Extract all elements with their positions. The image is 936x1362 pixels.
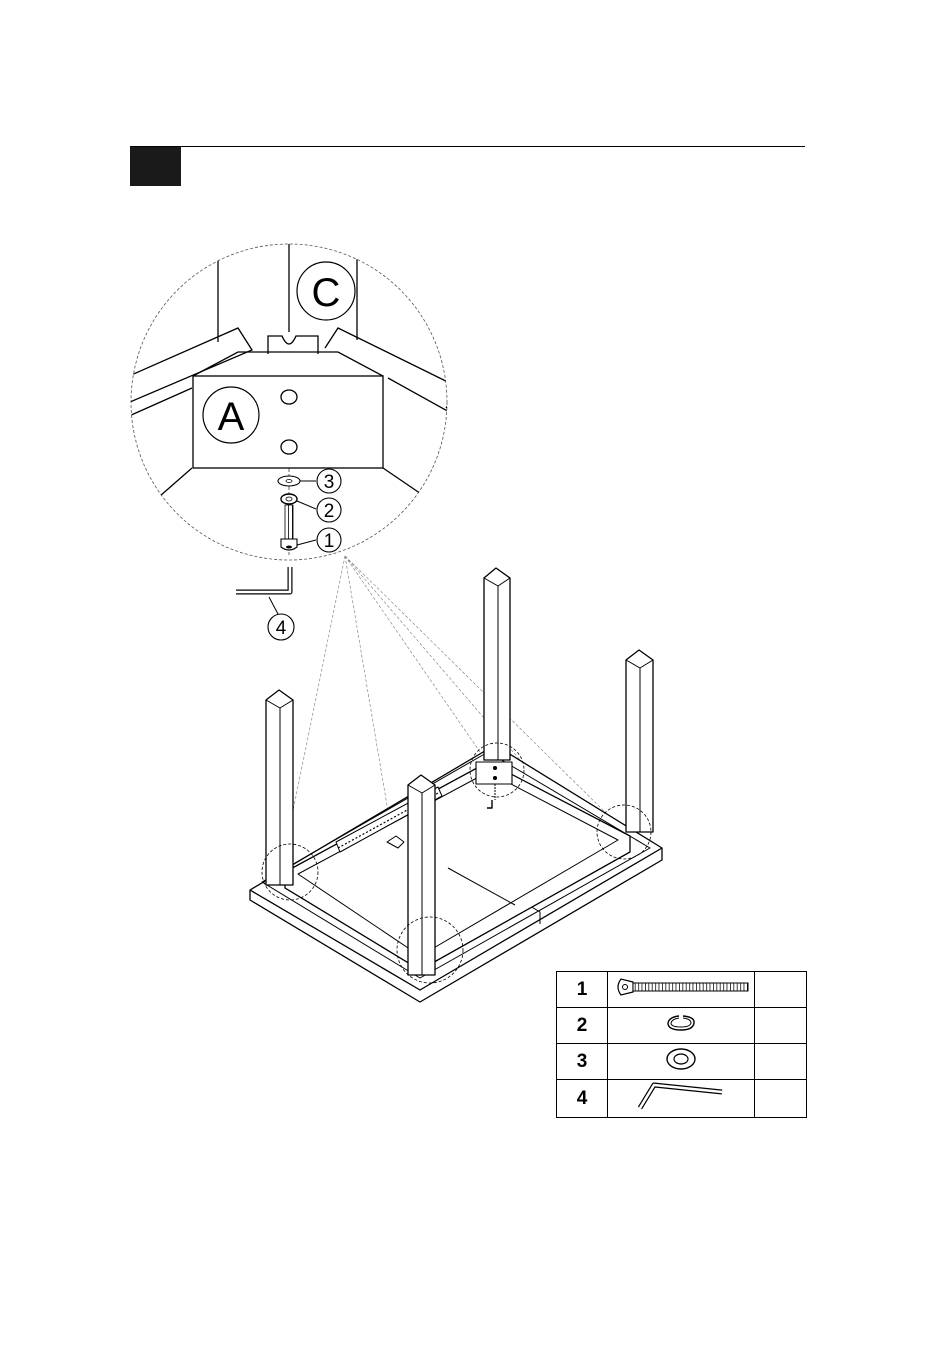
callout-2: 2 bbox=[324, 501, 335, 522]
parts-table: 1 2 3 bbox=[556, 971, 807, 1118]
part-quantity bbox=[755, 1080, 807, 1118]
part-number: 2 bbox=[557, 1008, 608, 1044]
part-picture bbox=[608, 972, 755, 1008]
part-quantity bbox=[755, 1008, 807, 1044]
spring-washer-shape bbox=[281, 494, 297, 504]
flat-washer-shape bbox=[278, 476, 300, 486]
table-assembly bbox=[250, 568, 662, 1002]
table-row: 1 bbox=[557, 972, 807, 1008]
callout-3: 3 bbox=[324, 472, 335, 493]
callout-4: 4 bbox=[276, 618, 287, 639]
allen-key-icon bbox=[636, 1080, 726, 1112]
part-picture bbox=[608, 1008, 755, 1044]
leg-label: C bbox=[312, 271, 341, 315]
spring-washer-icon bbox=[661, 1012, 701, 1034]
part-quantity bbox=[755, 972, 807, 1008]
leg-back-center bbox=[484, 568, 510, 760]
leg-notch bbox=[268, 336, 318, 354]
table-row: 3 bbox=[557, 1044, 807, 1080]
part-number: 3 bbox=[557, 1044, 608, 1080]
flat-washer-icon bbox=[661, 1046, 701, 1072]
callout-1: 1 bbox=[324, 531, 335, 552]
detail-view: C A 3 2 1 4 bbox=[120, 240, 460, 640]
part-quantity bbox=[755, 1044, 807, 1080]
table-row: 4 bbox=[557, 1080, 807, 1118]
bolt-icon bbox=[611, 974, 751, 1000]
allen-key-shape bbox=[236, 567, 290, 592]
bracket-small bbox=[476, 762, 512, 784]
part-number: 4 bbox=[557, 1080, 608, 1118]
bracket-label: A bbox=[218, 395, 245, 439]
part-picture bbox=[608, 1080, 755, 1118]
table-row: 2 bbox=[557, 1008, 807, 1044]
part-number: 1 bbox=[557, 972, 608, 1008]
part-picture bbox=[608, 1044, 755, 1080]
bolt-thread-shape bbox=[285, 505, 293, 539]
